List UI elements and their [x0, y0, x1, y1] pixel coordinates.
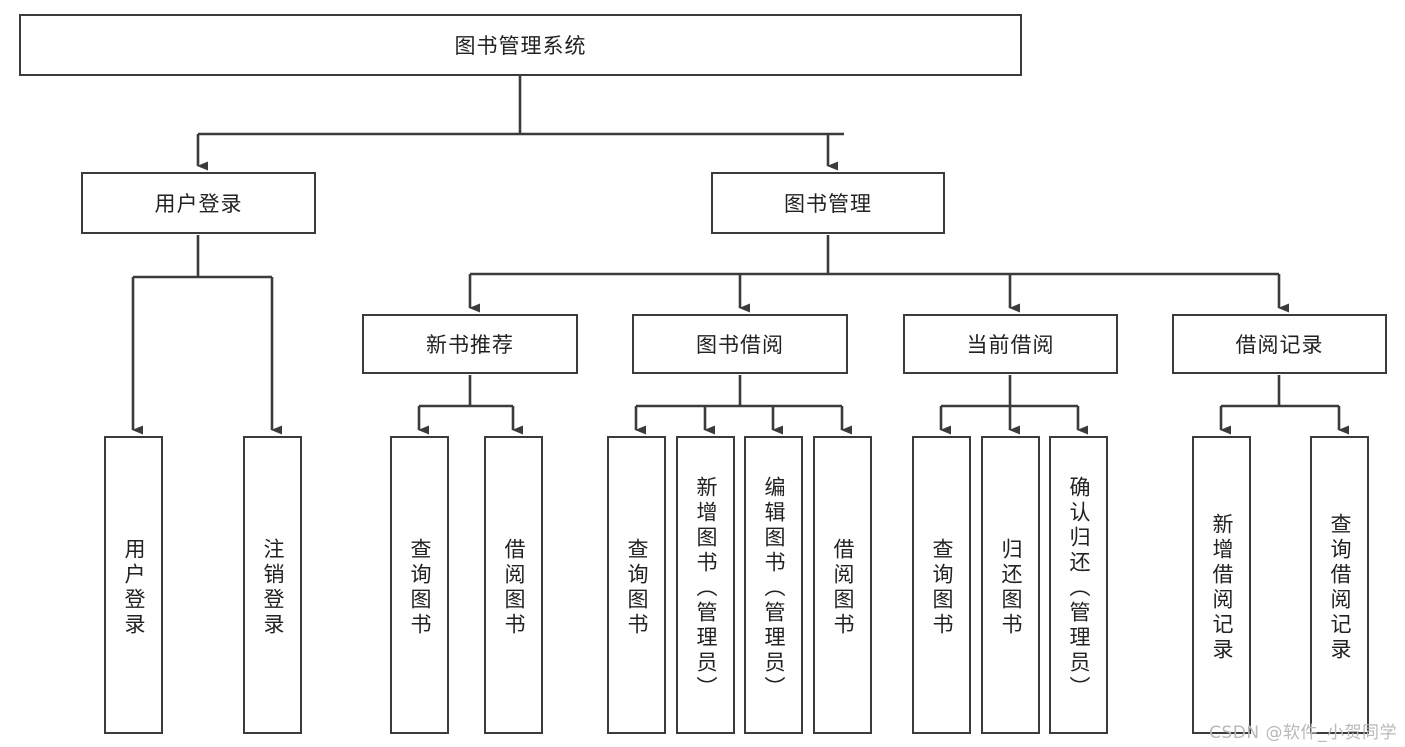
node-leaf-query-book-1[interactable]: 查询图书: [390, 436, 449, 734]
node-leaf-login[interactable]: 用户登录: [104, 436, 163, 734]
node-borrow-record-label: 借阅记录: [1235, 333, 1324, 357]
node-leaf-query-book-1-label: 查询图书: [408, 538, 432, 638]
node-leaf-edit-book-label: 编辑图书（管理员）: [762, 475, 786, 701]
node-user-login-label: 用户登录: [154, 192, 243, 216]
node-leaf-add-book-label: 新增图书（管理员）: [694, 475, 718, 701]
node-new-book-rec[interactable]: 新书推荐: [362, 314, 578, 374]
node-leaf-borrow-book-1-label: 借阅图书: [502, 538, 526, 638]
node-leaf-query-book-2-label: 查询图书: [625, 538, 649, 638]
node-root[interactable]: 图书管理系统: [19, 14, 1022, 76]
node-leaf-query-record[interactable]: 查询借阅记录: [1310, 436, 1369, 734]
node-leaf-add-record[interactable]: 新增借阅记录: [1192, 436, 1251, 734]
node-leaf-borrow-book-2-label: 借阅图书: [831, 538, 855, 638]
node-book-borrow[interactable]: 图书借阅: [632, 314, 848, 374]
node-leaf-return-book[interactable]: 归还图书: [981, 436, 1040, 734]
node-current-borrow-label: 当前借阅: [966, 333, 1055, 357]
node-current-borrow[interactable]: 当前借阅: [903, 314, 1118, 374]
node-new-book-rec-label: 新书推荐: [426, 333, 514, 357]
node-leaf-edit-book[interactable]: 编辑图书（管理员）: [744, 436, 803, 734]
node-leaf-borrow-book-1[interactable]: 借阅图书: [484, 436, 543, 734]
node-root-label: 图书管理系统: [454, 34, 587, 58]
node-leaf-query-book-3-label: 查询图书: [930, 538, 954, 638]
node-book-borrow-label: 图书借阅: [696, 333, 784, 357]
node-leaf-add-book[interactable]: 新增图书（管理员）: [676, 436, 735, 734]
node-leaf-logout-label: 注销登录: [261, 538, 285, 638]
node-leaf-return-book-label: 归还图书: [999, 538, 1023, 638]
node-leaf-login-label: 用户登录: [122, 538, 146, 638]
node-leaf-query-book-3[interactable]: 查询图书: [912, 436, 971, 734]
node-leaf-confirm-return-label: 确认归还（管理员）: [1067, 475, 1091, 701]
node-book-manage[interactable]: 图书管理: [711, 172, 945, 234]
node-leaf-query-book-2[interactable]: 查询图书: [607, 436, 666, 734]
node-leaf-query-record-label: 查询借阅记录: [1328, 513, 1352, 663]
watermark-text: CSDN @软件_小贺同学: [1209, 723, 1397, 743]
node-leaf-add-record-label: 新增借阅记录: [1210, 513, 1234, 663]
node-leaf-confirm-return[interactable]: 确认归还（管理员）: [1049, 436, 1108, 734]
node-user-login[interactable]: 用户登录: [81, 172, 316, 234]
node-book-manage-label: 图书管理: [784, 192, 872, 216]
node-borrow-record[interactable]: 借阅记录: [1172, 314, 1387, 374]
node-leaf-borrow-book-2[interactable]: 借阅图书: [813, 436, 872, 734]
node-leaf-logout[interactable]: 注销登录: [243, 436, 302, 734]
